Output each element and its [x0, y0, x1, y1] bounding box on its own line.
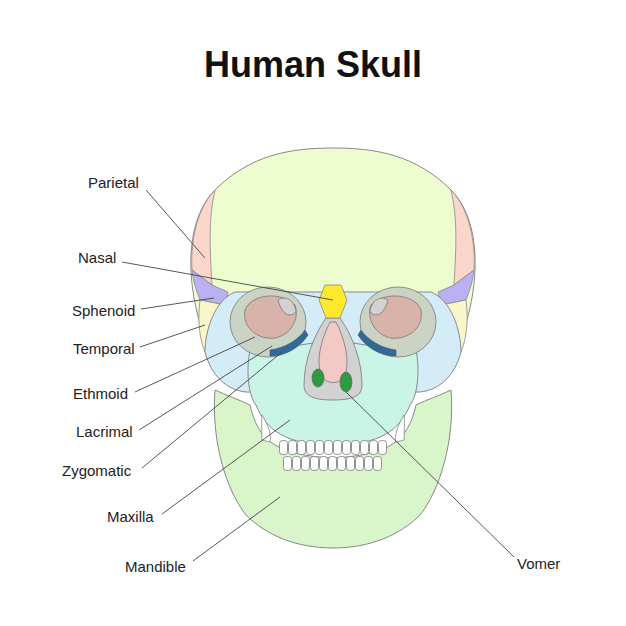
part-label: Ethmoid [73, 385, 128, 403]
nasal-bone [319, 285, 347, 318]
leader-line [141, 298, 214, 309]
leader-line [140, 325, 205, 347]
lower-teeth [283, 456, 382, 471]
upper-teeth [279, 440, 387, 455]
vomer-patch [340, 372, 352, 392]
leader-line [142, 352, 282, 468]
leader-line [135, 337, 255, 392]
diagram-title: Human Skull [204, 44, 422, 86]
leader-line [139, 346, 272, 430]
orbit-right [358, 287, 436, 357]
vomer-patch [312, 369, 324, 387]
leader-line [162, 420, 290, 514]
orbit-left [230, 287, 308, 357]
part-label: Sphenoid [72, 302, 135, 320]
part-label: Lacrimal [76, 423, 133, 441]
part-label: Maxilla [107, 508, 154, 526]
part-label: Parietal [88, 174, 139, 192]
leader-line [146, 190, 205, 258]
leader-line [122, 262, 333, 300]
part-label: Mandible [125, 558, 186, 576]
jaw-notch [395, 415, 404, 442]
part-label: Temporal [73, 340, 135, 358]
part-label: Vomer [517, 555, 560, 573]
part-label: Nasal [78, 249, 116, 267]
leader-line [346, 392, 514, 557]
nasal-cavity [304, 318, 362, 400]
part-label: Zygomatic [62, 462, 131, 480]
leader-line [193, 497, 280, 561]
